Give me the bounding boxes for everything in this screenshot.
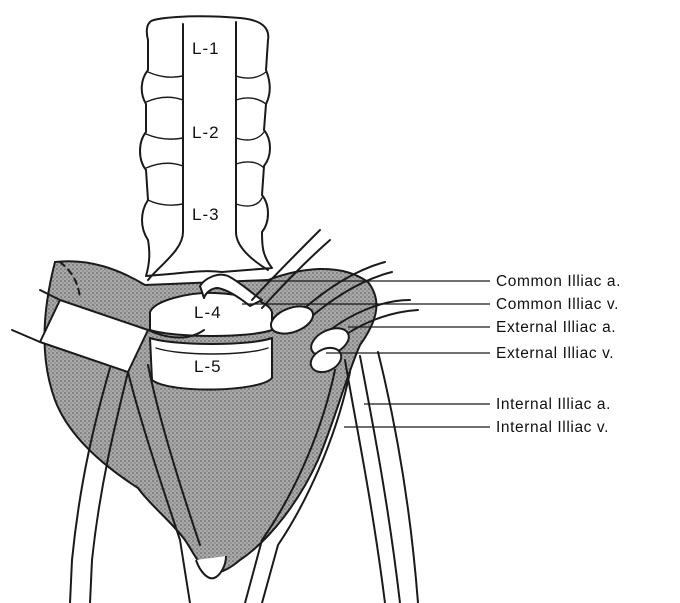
vertebra-label-l2: L-2: [192, 123, 220, 142]
vertebra-label-l5: L-5: [194, 357, 222, 376]
vertebra-label-l4: L-4: [194, 303, 222, 322]
vertebra-label-l1: L-1: [192, 39, 220, 58]
vertebra-label-l3: L-3: [192, 205, 220, 224]
callout-common-iliac-v: Common Illiac v.: [496, 296, 619, 313]
callout-external-iliac-a: External Illiac a.: [496, 319, 616, 336]
callout-internal-iliac-v: Internal Illiac v.: [496, 419, 609, 436]
callout-internal-iliac-a: Internal Illiac a.: [496, 396, 611, 413]
callout-common-iliac-a: Common Illiac a.: [496, 273, 621, 290]
callout-external-iliac-v: External Illiac v.: [496, 345, 614, 362]
